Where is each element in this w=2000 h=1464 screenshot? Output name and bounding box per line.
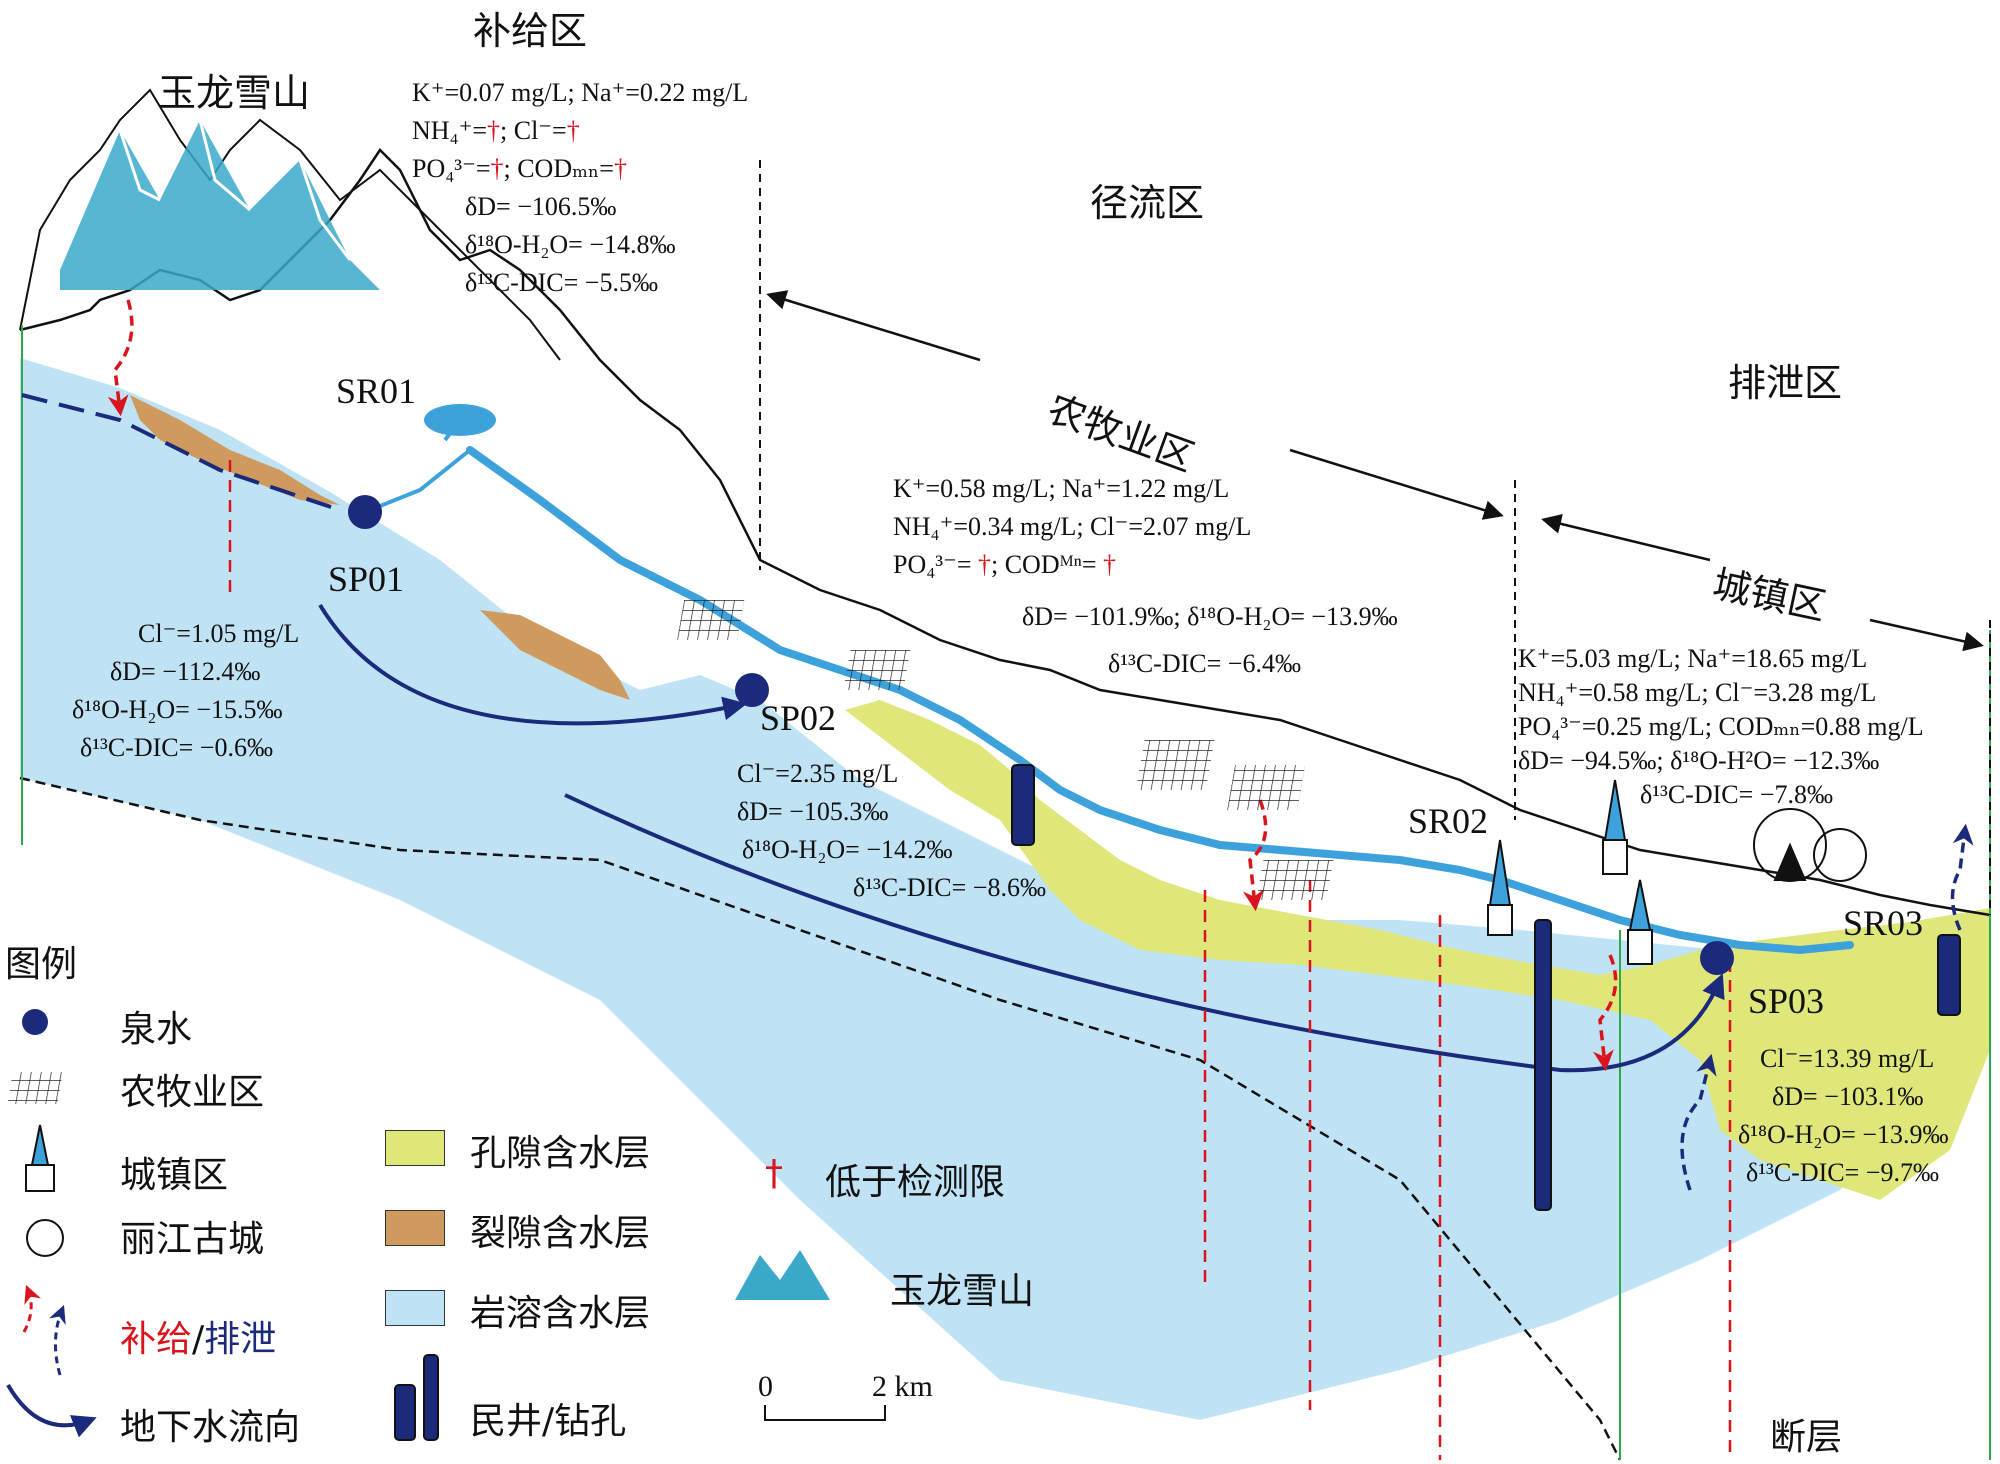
site-label-sp01: SP01 — [328, 559, 405, 599]
recharge-chem-2: NH₄⁺=†; Cl⁻=† — [412, 116, 580, 145]
sp01-chem-2: δD= −112.4‰ — [110, 657, 261, 686]
groundwater-flow-arrow — [318, 603, 748, 726]
legend-mountain: 玉龙雪山 — [890, 1271, 1035, 1312]
sp01-chem-3: δ¹⁸O-H₂O= −15.5‰ — [72, 695, 283, 724]
legend-karst: 岩溶含水层 — [470, 1293, 651, 1334]
ground-surface — [19, 148, 1991, 917]
town-chem-4: δD= −94.5‰; δ¹⁸O-H²O= −12.3‰ — [1518, 746, 1880, 775]
legend-below-limit: 低于检测限 — [825, 1162, 1006, 1203]
spring-sp01 — [348, 495, 382, 529]
sp02-chem-2: δD= −105.3‰ — [737, 797, 889, 826]
mountain-outline — [19, 88, 561, 361]
site-label-sr03: SR03 — [1843, 903, 1924, 943]
legend-title: 图例 — [5, 944, 78, 985]
runoff-zone-title: 径流区 — [1090, 181, 1205, 225]
site-label-sp02: SP02 — [760, 698, 837, 738]
sp02-chem-4: δ¹³C-DIC= −8.6‰ — [853, 873, 1046, 902]
discharge-arrow-left — [1541, 514, 1711, 562]
sp02-chem-1: Cl⁻=2.35 mg/L — [737, 759, 899, 788]
agri-chem-3: PO₄³⁻= †; CODᴹⁿ= † — [893, 550, 1116, 579]
pore-aquifer — [845, 700, 1990, 1200]
spring-sp02 — [735, 673, 769, 707]
site-label-sr02: SR02 — [1408, 801, 1489, 841]
legend-swatch-fracture — [385, 1210, 445, 1246]
well — [1011, 764, 1035, 846]
recharge-zone-title: 补给区 — [473, 9, 588, 53]
sp01-chem-1: Cl⁻=1.05 mg/L — [138, 619, 300, 648]
main-river — [466, 446, 1854, 955]
reservoir — [424, 404, 496, 436]
runoff-arrow — [766, 290, 981, 362]
sp03-chem-1: Cl⁻=13.39 mg/L — [1760, 1044, 1935, 1073]
old-town-icon — [1753, 808, 1867, 882]
legend-agri: 农牧业区 — [120, 1072, 265, 1113]
legend-flow: 地下水流向 — [120, 1407, 301, 1448]
sp03-chem-3: δ¹⁸O-H₂O= −13.9‰ — [1738, 1120, 1949, 1149]
regional-divide — [21, 393, 341, 512]
legend-recharge-discharge: 补给/排泄 — [120, 1319, 277, 1360]
scale-distance: 2 km — [872, 1370, 933, 1403]
legend-dagger: † — [765, 1153, 783, 1194]
scale-zero: 0 — [758, 1370, 773, 1403]
sp03-chem-2: δD= −103.1‰ — [1772, 1082, 1924, 1111]
discharge-arrow — [1950, 823, 1974, 931]
town-buildings — [1487, 779, 1653, 965]
legend-town: 城镇区 — [120, 1155, 229, 1196]
sp02-chem-3: δ¹⁸O-H₂O= −14.2‰ — [742, 835, 953, 864]
recharge-chem-6: δ¹³C-DIC= −5.5‰ — [465, 268, 658, 297]
agri-fields — [677, 600, 1334, 900]
legend-fracture: 裂隙含水层 — [470, 1213, 651, 1254]
discharge-arrow — [1680, 1053, 1717, 1191]
spring-sp03 — [1700, 941, 1734, 975]
discharge-zone-title: 排泄区 — [1728, 361, 1843, 405]
agri-chem-1: K⁺=0.58 mg/L; Na⁺=1.22 mg/L — [893, 474, 1230, 503]
town-chem-5: δ¹³C-DIC= −7.8‰ — [1640, 780, 1833, 809]
fracture-aquifer-2 — [480, 610, 630, 700]
town-chem-3: PO₄³⁻=0.25 mg/L; CODₘₙ=0.88 mg/L — [1518, 712, 1924, 741]
aquifer-base — [19, 776, 1622, 1461]
mountain-title: 玉龙雪山 — [158, 71, 311, 115]
legend-well: 民井/钻孔 — [470, 1401, 627, 1442]
legend-oldtown: 丽江古城 — [120, 1219, 265, 1260]
site-label-sp03: SP03 — [1748, 981, 1825, 1021]
town-chem-2: NH₄⁺=0.58 mg/L; Cl⁻=3.28 mg/L — [1518, 678, 1877, 707]
red-dash-lines — [228, 460, 1732, 1460]
recharge-chem-1: K⁺=0.07 mg/L; Na⁺=0.22 mg/L — [412, 78, 749, 107]
recharge-arrow — [1592, 954, 1618, 1072]
groundwater-flow-arrow — [564, 793, 1725, 1073]
sp01-chem-4: δ¹³C-DIC= −0.6‰ — [80, 733, 273, 762]
site-label-sr01: SR01 — [336, 371, 417, 411]
sp03-chem-4: δ¹³C-DIC= −9.7‰ — [1746, 1158, 1939, 1187]
agri-chem-4: δD= −101.9‰; δ¹⁸O-H₂O= −13.9‰ — [1022, 602, 1398, 631]
legend-swatch-karst — [385, 1290, 445, 1326]
borehole — [1534, 919, 1552, 1211]
scale-bar — [764, 1405, 886, 1421]
recharge-chem-3: PO₄³⁻=†; CODₘₙ=† — [412, 154, 627, 183]
agri-chem-2: NH₄⁺=0.34 mg/L; Cl⁻=2.07 mg/L — [893, 512, 1252, 541]
agri-chem-5: δ¹³C-DIC= −6.4‰ — [1108, 649, 1301, 678]
snow-mountain-peaks — [60, 119, 380, 290]
legend-symbols — [6, 1009, 830, 1441]
legend-spring: 泉水 — [120, 1009, 193, 1050]
well — [1937, 934, 1961, 1016]
town-chem-1: K⁺=5.03 mg/L; Na⁺=18.65 mg/L — [1518, 644, 1868, 673]
legend-swatch-pore — [385, 1130, 445, 1166]
discharge-arrow-right — [1869, 618, 1984, 652]
fracture-aquifer — [130, 395, 340, 505]
recharge-chem-4: δD= −106.5‰ — [465, 192, 617, 221]
runoff-arrow-right — [1289, 448, 1504, 520]
fault-label: 断层 — [1770, 1417, 1843, 1458]
recharge-arrow — [107, 299, 134, 417]
recharge-chem-5: δ¹⁸O-H₂O= −14.8‰ — [465, 230, 676, 259]
legend-pore: 孔隙含水层 — [470, 1133, 651, 1174]
